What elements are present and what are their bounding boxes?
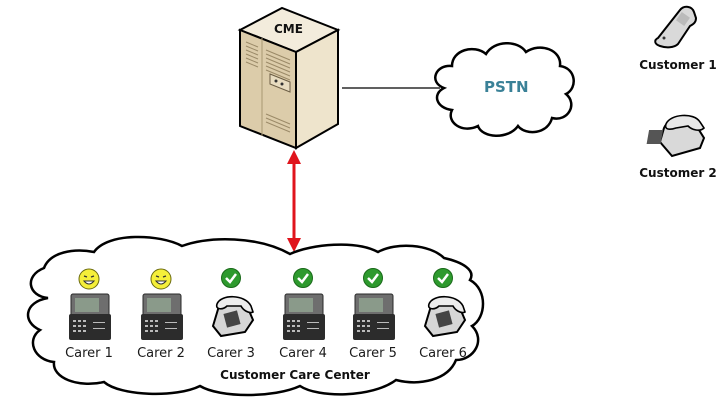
ip-phone-icon bbox=[141, 293, 183, 340]
mobile-phone-icon bbox=[654, 5, 698, 49]
ip-phone-icon bbox=[353, 293, 395, 340]
carer-node[interactable]: Carer 4 bbox=[267, 262, 339, 372]
check-status-icon bbox=[293, 268, 313, 288]
carer-label: Carer 3 bbox=[207, 346, 255, 361]
carer-label: Carer 4 bbox=[279, 346, 327, 361]
desk-phone-icon bbox=[646, 114, 706, 158]
carer-node[interactable]: Carer 1 bbox=[53, 262, 125, 372]
carer-label: Carer 6 bbox=[419, 346, 467, 361]
analog-phone-icon bbox=[423, 295, 467, 338]
check-status-icon bbox=[363, 268, 383, 288]
ip-phone-icon bbox=[69, 293, 111, 340]
check-status-icon bbox=[221, 268, 241, 288]
smiley-status-icon bbox=[150, 268, 172, 290]
carer-node[interactable]: Carer 5 bbox=[337, 262, 409, 372]
care-center-label: Customer Care Center bbox=[220, 368, 370, 382]
carer-label: Carer 5 bbox=[349, 346, 397, 361]
pstn-cloud bbox=[434, 42, 575, 137]
carer-label: Carer 1 bbox=[65, 346, 113, 361]
cme-carecenter-link bbox=[287, 150, 301, 252]
pstn-label: PSTN bbox=[484, 78, 529, 96]
ip-phone-icon bbox=[283, 293, 325, 340]
carer-node[interactable]: Carer 2 bbox=[125, 262, 197, 372]
carer-label: Carer 2 bbox=[137, 346, 185, 361]
smiley-status-icon bbox=[78, 268, 100, 290]
customer-1-label: Customer 1 bbox=[639, 58, 717, 72]
analog-phone-icon bbox=[211, 295, 255, 338]
cme-label: CME bbox=[274, 22, 303, 36]
check-status-icon bbox=[433, 268, 453, 288]
customer-2-label: Customer 2 bbox=[639, 166, 717, 180]
carer-node[interactable]: Carer 3 bbox=[195, 262, 267, 372]
carer-node[interactable]: Carer 6 bbox=[407, 262, 479, 372]
server-tower-icon bbox=[237, 6, 341, 150]
